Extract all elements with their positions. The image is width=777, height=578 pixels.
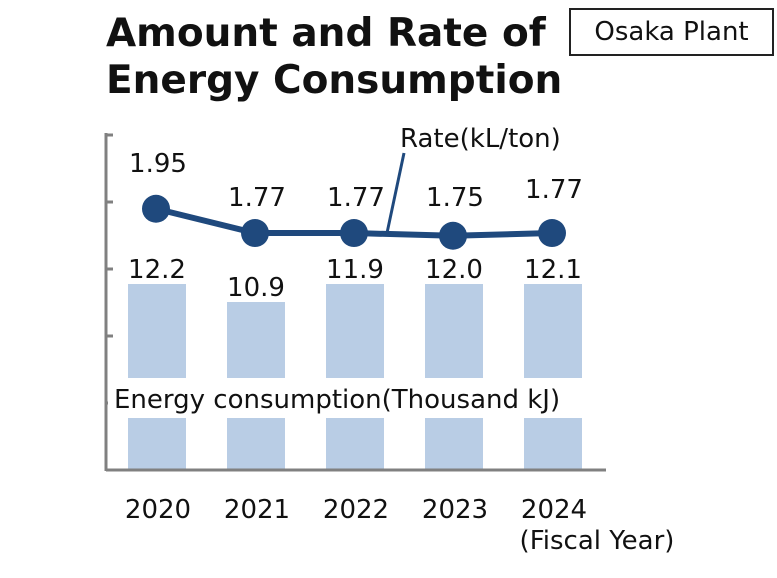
rate-data-label-2020: 1.95: [129, 149, 187, 179]
rate-point-2022: [340, 219, 368, 248]
bar-data-label-2020: 12.2: [128, 255, 186, 285]
x-tick-label-2024: 2024: [521, 495, 587, 525]
x-tick-label-2022: 2022: [323, 495, 389, 525]
plant-label: Osaka Plant: [569, 8, 774, 56]
bar-series-label: Energy consumption(Thousand kJ): [114, 385, 560, 415]
x-tick-label-2020: 2020: [125, 495, 191, 525]
x-axis-unit-label: (Fiscal Year): [520, 526, 675, 556]
rate-point-2023: [439, 221, 467, 250]
bar-2023: [425, 272, 483, 470]
x-tick-label-2021: 2021: [224, 495, 290, 525]
x-tick-label-2023: 2023: [422, 495, 488, 525]
rate-point-2024: [538, 219, 566, 248]
labels-layer: 2020 2021 2022 2023 2024(Fiscal Year) 12.2 10.…: [108, 124, 674, 556]
bars-layer: [128, 268, 582, 470]
bar-2022: [326, 273, 384, 470]
chart-title-line-2: Energy Consumption: [106, 58, 563, 103]
rate-data-label-2023: 1.75: [426, 183, 484, 213]
rate-point-2020: [142, 194, 170, 223]
bar-data-label-2021: 10.9: [227, 273, 285, 303]
bar-data-label-halo: [422, 254, 486, 284]
bar-data-label-2022: 11.9: [326, 255, 384, 285]
rate-series-label: Rate(kL/ton): [400, 124, 561, 154]
bar-2020: [128, 268, 186, 470]
bar-data-label-2024: 12.1: [524, 255, 582, 285]
bar-data-label-halo: [323, 254, 387, 284]
bar-data-label-halo: [224, 272, 288, 302]
bar-series-label-halo: [108, 378, 608, 418]
line-layer: [142, 152, 566, 250]
bar-data-label-halo: [125, 254, 189, 284]
rate-point-2021: [241, 219, 269, 248]
chart-title-line-1: Amount and Rate of: [106, 11, 546, 56]
rate-data-label-2022: 1.77: [327, 183, 385, 213]
bar-2024: [524, 270, 582, 470]
bar-data-label-halo: [521, 254, 585, 284]
chart-title: Amount and Rate of Energy Consumption: [106, 10, 562, 104]
rate-series-leader-line: [385, 152, 406, 234]
rate-data-label-2024: 1.77: [525, 175, 583, 205]
bar-data-label-2023: 12.0: [425, 255, 483, 285]
rate-data-label-2021: 1.77: [228, 183, 286, 213]
